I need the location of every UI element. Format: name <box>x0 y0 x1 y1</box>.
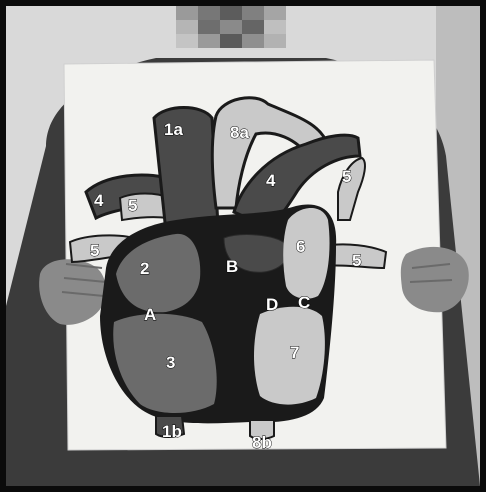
label-b: B <box>226 257 238 276</box>
label-5-left-upper: 5 <box>128 196 137 215</box>
label-8b: 8b <box>252 433 272 452</box>
label-5-right-upper: 5 <box>342 167 351 186</box>
label-1b: 1b <box>162 422 182 441</box>
label-4-left: 4 <box>94 191 104 210</box>
label-4-right: 4 <box>266 171 276 190</box>
pulmonary-vein-chamber <box>283 208 329 299</box>
label-5-right-lower: 5 <box>352 251 361 270</box>
label-1a: 1a <box>164 120 183 139</box>
scene: 1a 8a 4 5 4 5 5 2 B 6 5 A D C 3 7 1b 8b <box>6 6 480 486</box>
label-d: D <box>266 295 278 314</box>
heart-board-photo: 1a 8a 4 5 4 5 5 2 B 6 5 A D C 3 7 1b 8b <box>6 6 480 486</box>
label-3: 3 <box>166 353 175 372</box>
label-c: C <box>298 293 310 312</box>
label-a: A <box>144 305 156 324</box>
label-8a: 8a <box>230 123 249 142</box>
label-5-left-lower: 5 <box>90 241 99 260</box>
pixelated-face <box>176 6 286 48</box>
label-2: 2 <box>140 259 149 278</box>
label-7: 7 <box>290 343 299 362</box>
label-6: 6 <box>296 237 305 256</box>
